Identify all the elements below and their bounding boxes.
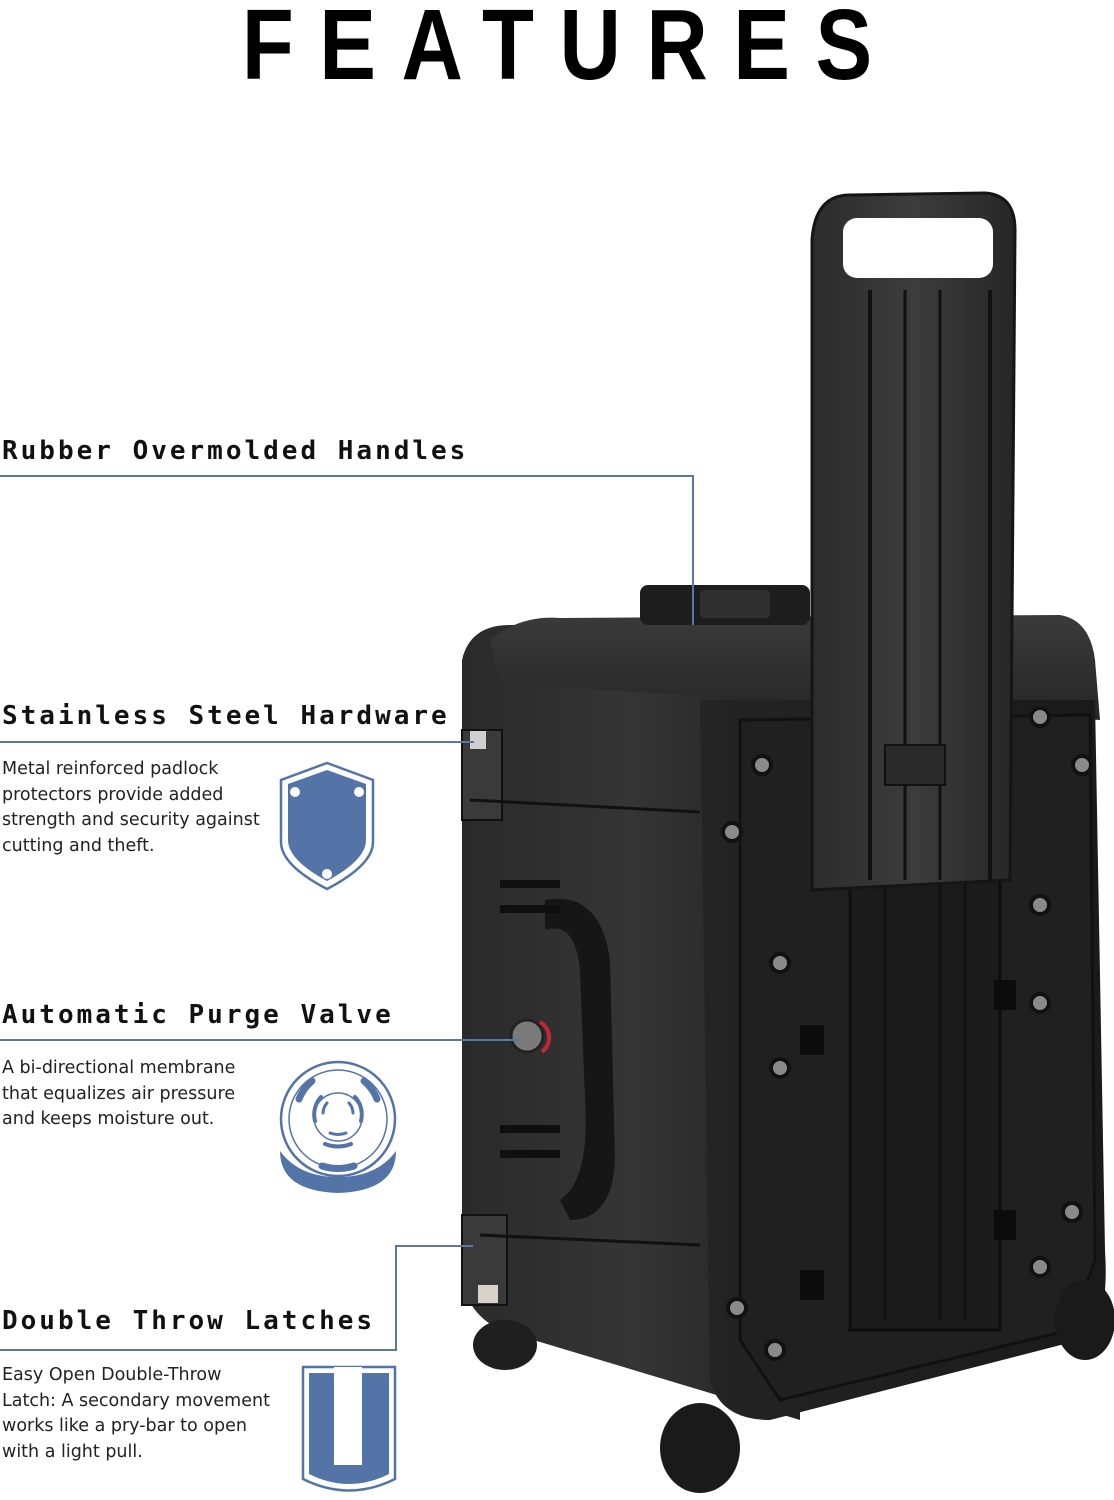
- callout-line-purge-valve: [0, 1039, 520, 1041]
- callout-line-handles-vertical: [692, 475, 694, 625]
- callout-line-latches-vertical: [395, 1245, 397, 1351]
- feature-title-handles: Rubber Overmolded Handles: [2, 436, 469, 466]
- callout-line-handles: [0, 475, 694, 477]
- feature-desc-hardware: Metal reinforced padlock protectors prov…: [2, 759, 260, 856]
- callout-line-latches-top: [395, 1245, 473, 1247]
- feature-title-purge-valve: Automatic Purge Valve: [2, 1000, 394, 1030]
- page-title: FEATURES: [241, 0, 898, 101]
- feature-desc-purge-valve: A bi-directional membrane that equalizes…: [2, 1058, 236, 1129]
- feature-title-latches: Double Throw Latches: [2, 1306, 376, 1336]
- purge-valve-icon: [279, 1060, 397, 1193]
- product-image-rolling-case: [461, 191, 1114, 1493]
- feature-desc-latches: Easy Open Double-Throw Latch: A secondar…: [2, 1365, 270, 1462]
- callout-line-hardware: [0, 741, 474, 743]
- feature-title-hardware: Stainless Steel Hardware: [2, 701, 450, 731]
- shield-icon: [279, 761, 375, 891]
- callout-line-latches: [0, 1349, 397, 1351]
- latch-icon: [301, 1365, 397, 1492]
